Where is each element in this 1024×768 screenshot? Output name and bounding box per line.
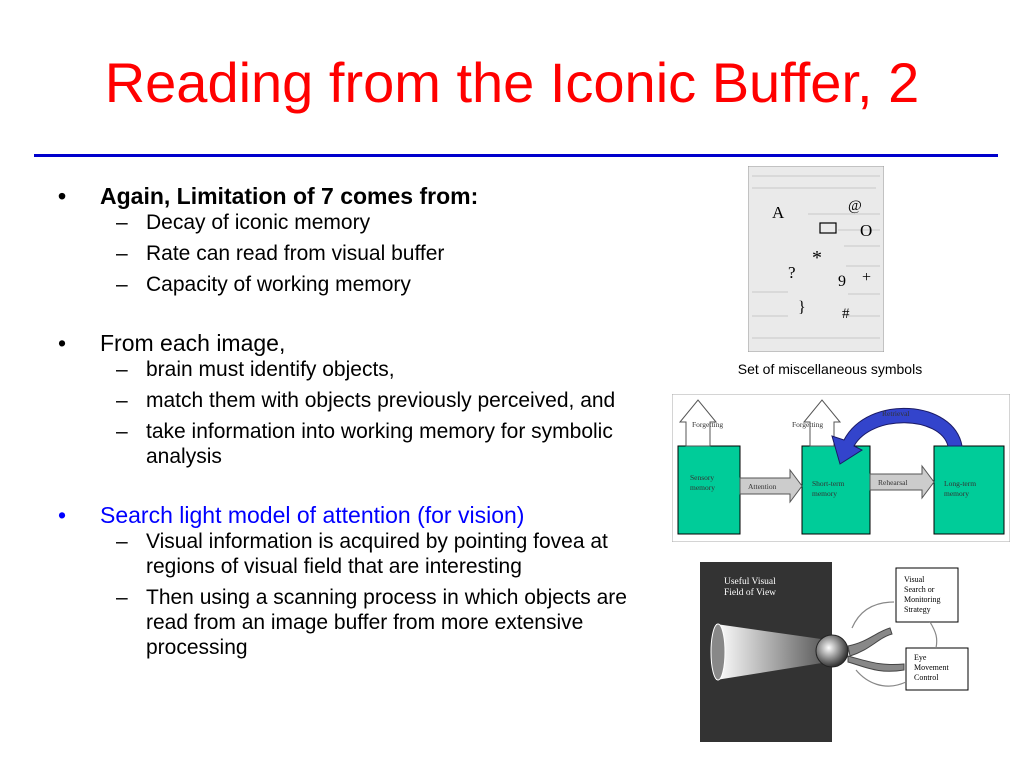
- symbols-figure: A @ O * ? + 9 } #: [748, 166, 884, 352]
- long-term-label-2: memory: [944, 489, 969, 498]
- symbols-panel: [748, 166, 884, 352]
- sensory-label-2: memory: [690, 483, 715, 492]
- bullet-3: • Search light model of attention (for vi…: [58, 501, 648, 529]
- sub-bullet: –take information into working memory fo…: [116, 420, 613, 468]
- short-term-label-1: Short-term: [812, 479, 845, 488]
- symbol-star: *: [812, 247, 822, 269]
- bullet-2: • From each image,: [58, 329, 648, 357]
- bullet-1: • Again, Limitation of 7 comes from:: [58, 182, 648, 210]
- strategy-label-1: Visual: [904, 575, 925, 584]
- symbol-brace: }: [798, 299, 806, 316]
- bullet-dot: •: [58, 502, 67, 528]
- long-term-memory-box: [933, 445, 1005, 535]
- short-term-memory-box: [801, 445, 871, 535]
- sub-bullet: –Decay of iconic memory: [116, 211, 371, 234]
- forgetting-label-1: Forgetting: [692, 420, 723, 429]
- retrieval-label: Retrieval: [882, 409, 910, 418]
- symbol-question: ?: [788, 263, 796, 282]
- attention-beam: [716, 624, 828, 680]
- rehearsal-label: Rehearsal: [878, 478, 908, 487]
- strategy-label-3: Monitoring: [904, 595, 940, 604]
- strategy-label-2: Search or: [904, 585, 935, 594]
- sub-bullet-text: match them with objects previously perce…: [146, 389, 616, 412]
- optic-nerve-upper: [847, 627, 893, 657]
- eye-movement-box: [905, 647, 969, 691]
- bullet-dot: •: [58, 183, 67, 209]
- sub-bullet: –match them with objects previously perc…: [116, 389, 616, 412]
- control-arrow: [929, 621, 938, 649]
- bullet-3-text: Search light model of attention (for vis…: [100, 502, 525, 528]
- search-strategy-box: [895, 567, 959, 623]
- sub-bullet-text: Rate can read from visual buffer: [146, 242, 445, 265]
- sub-bullet-text: Visual information is acquired by pointi…: [146, 530, 608, 578]
- symbol-rectangle: [819, 222, 837, 234]
- sub-bullet-text: Decay of iconic memory: [146, 211, 371, 234]
- rehearsal-arrow: [869, 464, 935, 500]
- memory-model-figure: Forgetting Forgetting Retrieval Sensory …: [672, 394, 1010, 542]
- feedback-arrow-2: [855, 669, 907, 687]
- attention-arrow: [739, 468, 803, 504]
- eye-control-label-3: Control: [914, 673, 939, 682]
- search-light-figure: Useful Visual Field of View Visual Searc…: [700, 562, 969, 742]
- bullet-dot: •: [58, 330, 67, 356]
- sub-bullet-text: take information into working memory for…: [146, 420, 613, 468]
- sub-bullet: –Then using a scanning process in which …: [116, 586, 627, 659]
- sub-bullet: –Visual information is acquired by point…: [116, 530, 608, 578]
- field-label-2: Field of View: [724, 587, 776, 598]
- sub-bullet-text: brain must identify objects,: [146, 358, 395, 381]
- eye-control-label-1: Eye: [914, 653, 927, 662]
- sub-bullet: –Capacity of working memory: [116, 273, 411, 296]
- forgetting-label-2: Forgetting: [792, 420, 823, 429]
- title-underline: [34, 154, 998, 157]
- bullet-2-text: From each image,: [100, 330, 286, 356]
- bullet-list: • Again, Limitation of 7 comes from: –Dec…: [58, 182, 648, 666]
- beam-end: [710, 623, 726, 681]
- symbol-plus: +: [862, 269, 871, 286]
- slide-title: Reading from the Iconic Buffer, 2: [104, 51, 920, 114]
- symbol-hash: #: [842, 306, 850, 322]
- sub-bullet: –brain must identify objects,: [116, 358, 395, 381]
- long-term-label-1: Long-term: [944, 479, 976, 488]
- eye-control-label-2: Movement: [914, 663, 949, 672]
- retrieval-arrow: [831, 408, 963, 465]
- bullet-1-text: Again, Limitation of 7 comes from:: [100, 183, 479, 209]
- symbols-caption: Set of miscellaneous symbols: [737, 361, 923, 377]
- sub-bullet: –Rate can read from visual buffer: [116, 242, 445, 265]
- feedback-arrow-1: [851, 601, 895, 629]
- optic-nerve-lower: [847, 655, 905, 672]
- sub-bullet-text: Then using a scanning process in which o…: [146, 586, 627, 659]
- faint-text-lines: [752, 175, 880, 339]
- sub-bullet-text: Capacity of working memory: [146, 273, 411, 296]
- symbol-o: O: [860, 221, 872, 240]
- symbol-a: A: [772, 203, 785, 222]
- strategy-label-4: Strategy: [904, 605, 931, 614]
- symbol-nine: 9: [838, 273, 846, 290]
- short-term-label-2: memory: [812, 489, 837, 498]
- eye-icon: [815, 634, 849, 668]
- forgetting-arrow-1: [678, 399, 718, 447]
- attention-label: Attention: [748, 482, 777, 491]
- field-label-1: Useful Visual: [724, 576, 776, 587]
- symbol-at: @: [848, 198, 862, 214]
- sensory-label-1: Sensory: [690, 473, 714, 482]
